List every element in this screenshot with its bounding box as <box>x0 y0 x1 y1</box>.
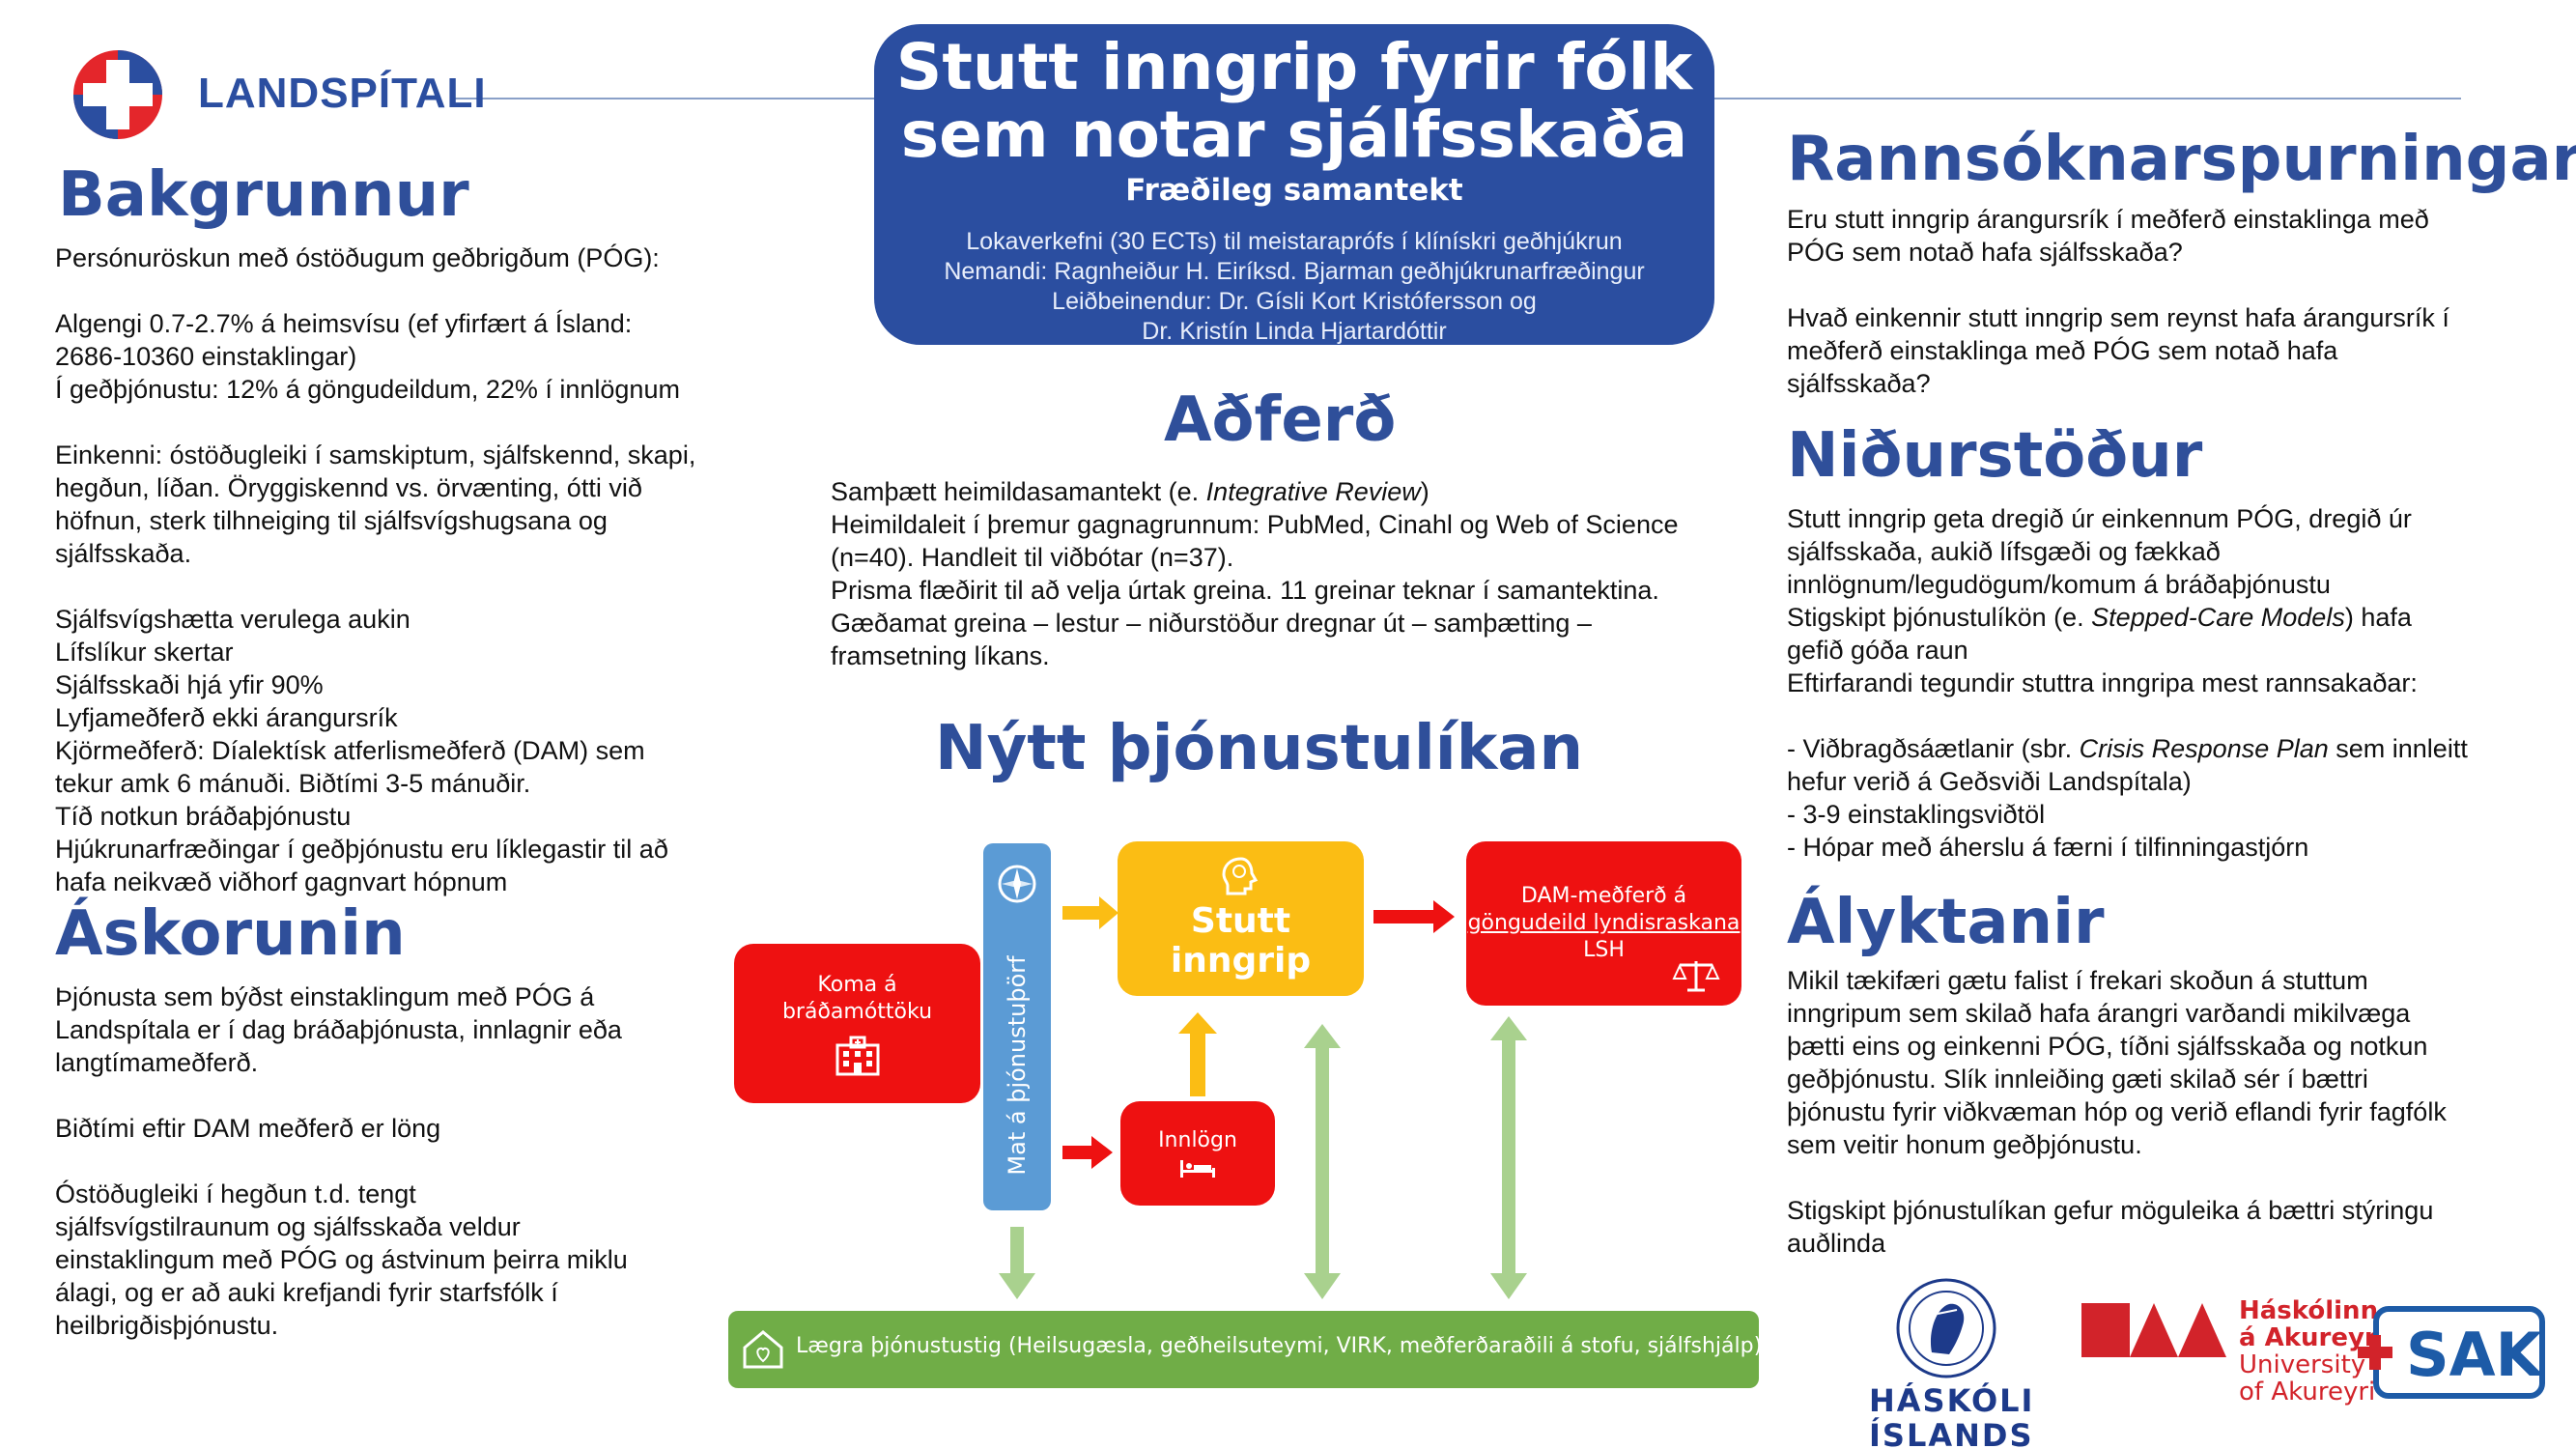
stutt-label: Stutt inngrip <box>1170 901 1312 980</box>
sak-logo: SAK <box>2358 1306 2545 1399</box>
arrow-innlogn-to-stutt <box>1178 1012 1217 1096</box>
adferd-heading: Aðferð <box>1164 384 1397 456</box>
dam-box: DAM-meðferð á göngudeild lyndisraskana L… <box>1466 841 1741 1006</box>
alyktanir-heading: Ályktanir <box>1787 887 2105 958</box>
koma-box: Koma á bráðamóttöku <box>734 944 980 1103</box>
arrow-stutt-to-dam <box>1373 900 1455 933</box>
rannsokn-heading: Rannsóknarspurningar <box>1787 124 2576 195</box>
bed-icon <box>1180 1159 1215 1178</box>
laegra-bar: Lægra þjónustustig (Heilsugæsla, geðheil… <box>728 1311 1763 1388</box>
header-rule-right <box>1714 98 2461 99</box>
poster-title: Stutt inngrip fyrir fólk sem notar sjálf… <box>895 30 1693 172</box>
sak-text: SAK <box>2406 1320 2542 1390</box>
poster-subtitle: Fræðileg samantekt <box>1125 173 1463 208</box>
arrow-mat-to-laegra <box>999 1227 1035 1299</box>
stutt-box: Stutt inngrip <box>1118 841 1364 996</box>
org-name: LANDSPÍTALI <box>198 70 487 117</box>
landspitali-logo-icon <box>73 50 162 139</box>
arrow-mat-to-innlogn <box>1062 1136 1113 1169</box>
mat-label: Mat á þjónustuþörf <box>1004 955 1031 1176</box>
model-heading: Nýtt þjónustulíkan <box>935 713 1584 784</box>
arrow-stutt-laegra <box>1304 1024 1341 1299</box>
hi-name: HÁSKÓLI ÍSLANDS <box>1869 1382 2035 1449</box>
adferd-text: Samþætt heimildasamantekt (e. Integrativ… <box>831 477 1679 670</box>
mat-bar: Mat á þjónustuþörf <box>983 843 1051 1210</box>
rannsokn-text: Eru stutt inngrip árangursrík í meðferð … <box>1787 205 2449 398</box>
innlogn-box: Innlögn <box>1120 1101 1275 1206</box>
header-rule-left <box>452 98 874 99</box>
ha-logo-icon <box>2081 1303 2226 1357</box>
bakgrunnur-heading: Bakgrunnur <box>58 159 469 231</box>
hi-seal-icon <box>1896 1278 1996 1378</box>
nidurstodur-heading: Niðurstöður <box>1787 420 2203 492</box>
alyktanir-text: Mikil tækifæri gætu falist í frekari sko… <box>1787 966 2447 1258</box>
hospital-icon <box>835 1036 879 1075</box>
askorunin-heading: Áskorunin <box>55 898 406 970</box>
nidurstodur-text: Stutt inngrip geta dregið úr einkennum P… <box>1787 504 2468 862</box>
arrow-mat-to-stutt <box>1062 896 1118 929</box>
scales-icon <box>1672 961 1720 992</box>
home-heart-icon <box>743 1330 783 1369</box>
head-brain-icon <box>1221 857 1258 895</box>
askorunin-text: Þjónusta sem býðst einstaklingum með PÓG… <box>55 982 628 1340</box>
sak-cross-icon <box>2358 1335 2392 1370</box>
arrow-dam-laegra <box>1490 1016 1527 1299</box>
laegra-label: Lægra þjónustustig (Heilsugæsla, geðheil… <box>796 1334 1763 1358</box>
title-box: Stutt inngrip fyrir fólk sem notar sjálf… <box>874 24 1714 345</box>
ha-name: Háskólinn á Akureyri University of Akure… <box>2239 1296 2386 1406</box>
bakgrunnur-text: Persónuröskun með óstöðugum geðbrigðum (… <box>55 243 696 896</box>
compass-icon <box>998 865 1036 903</box>
poster-info: Lokaverkefni (30 ECTs) til meistaraprófs… <box>944 228 1645 345</box>
